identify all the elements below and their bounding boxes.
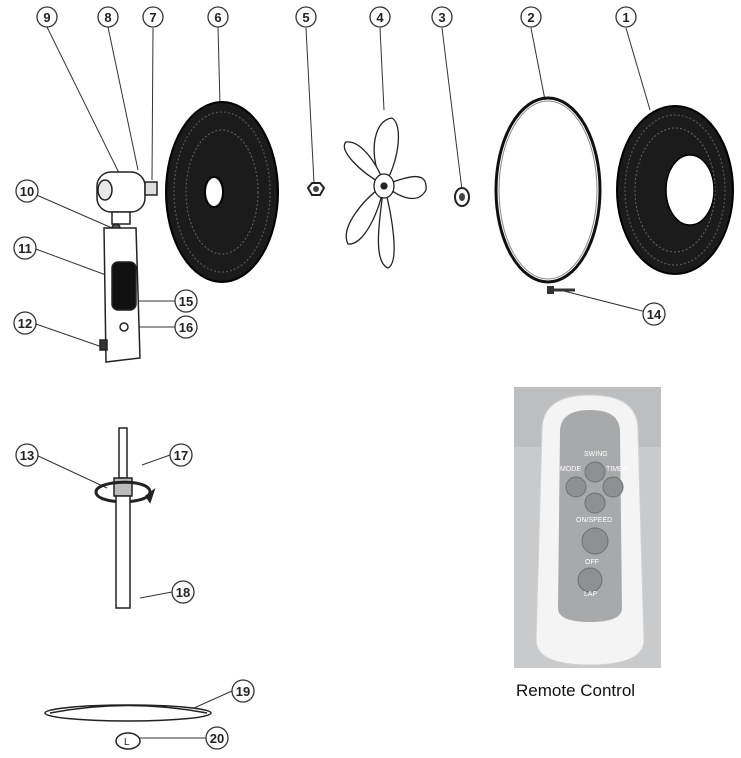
svg-text:6: 6	[214, 10, 221, 25]
part-number-10: 10	[15, 179, 39, 203]
upper-body	[99, 227, 141, 363]
part-number-19: 19	[231, 679, 255, 703]
part-number-14: 14	[642, 302, 666, 326]
part-number-16: 16	[174, 315, 198, 339]
svg-text:19: 19	[236, 684, 250, 699]
part-number-2: 2	[520, 6, 542, 28]
front-grill	[165, 101, 279, 283]
part-number-12: 12	[13, 311, 37, 335]
svg-text:L: L	[124, 737, 130, 748]
timer-button	[602, 476, 624, 498]
part-number-9: 9	[36, 6, 58, 28]
svg-text:12: 12	[18, 316, 32, 331]
screw	[547, 286, 575, 294]
on-speed-button	[581, 527, 609, 555]
telescopic-pole	[94, 427, 156, 609]
rear-grill	[616, 105, 734, 275]
svg-text:17: 17	[174, 448, 188, 463]
part-number-1: 1	[615, 6, 637, 28]
svg-text:1: 1	[622, 10, 629, 25]
remote-buttons	[565, 461, 624, 593]
svg-text:10: 10	[20, 184, 34, 199]
part-number-5: 5	[295, 6, 317, 28]
svg-text:13: 13	[20, 448, 34, 463]
off-label: OFF	[585, 559, 599, 566]
svg-text:11: 11	[18, 241, 32, 256]
part-number-17: 17	[169, 443, 193, 467]
svg-text:2: 2	[527, 10, 534, 25]
svg-text:5: 5	[302, 10, 309, 25]
svg-text:16: 16	[179, 320, 193, 335]
off-lap-button	[577, 567, 603, 593]
part-number-7: 7	[142, 6, 164, 28]
part-number-13: 13	[15, 443, 39, 467]
svg-text:4: 4	[376, 10, 384, 25]
mode-label: MODE	[560, 466, 581, 473]
part-number-6: 6	[207, 6, 229, 28]
swing-button	[584, 461, 606, 483]
part-number-3: 3	[431, 6, 453, 28]
svg-text:8: 8	[104, 10, 111, 25]
fan-blade	[343, 117, 427, 269]
remote-control-caption: Remote Control	[516, 681, 636, 700]
svg-text:3: 3	[438, 10, 445, 25]
grill-nut	[306, 182, 326, 196]
spinner-nut	[454, 187, 470, 207]
motor-housing	[96, 171, 158, 233]
part-number-18: 18	[171, 580, 195, 604]
svg-text:14: 14	[647, 307, 662, 322]
timer-label: TIMER	[606, 466, 628, 473]
part-number-4: 4	[369, 6, 391, 28]
mode-button	[565, 476, 587, 498]
svg-text:9: 9	[43, 10, 50, 25]
part-number-20: 20	[205, 726, 229, 750]
part-number-15: 15	[174, 289, 198, 313]
svg-text:15: 15	[179, 294, 193, 309]
swing-label: SWING	[584, 451, 608, 458]
svg-text:18: 18	[176, 585, 190, 600]
svg-text:7: 7	[149, 10, 156, 25]
part-number-11: 11	[13, 236, 37, 260]
center-button	[584, 492, 606, 514]
grill-ring	[494, 96, 602, 284]
svg-text:20: 20	[210, 731, 224, 746]
part-number-callouts: 1 2 3 4 5 6 7 8 9 10 11 12 13 14 15 16 1…	[13, 6, 666, 750]
leader-lines	[31, 26, 651, 739]
base: L	[44, 704, 212, 750]
lap-label: LAP	[584, 591, 598, 598]
remote-photo: SWING MODE TIMER ON/SPEED OFF LAP	[514, 387, 661, 668]
on-speed-label: ON/SPEED	[576, 517, 612, 524]
part-number-8: 8	[97, 6, 119, 28]
